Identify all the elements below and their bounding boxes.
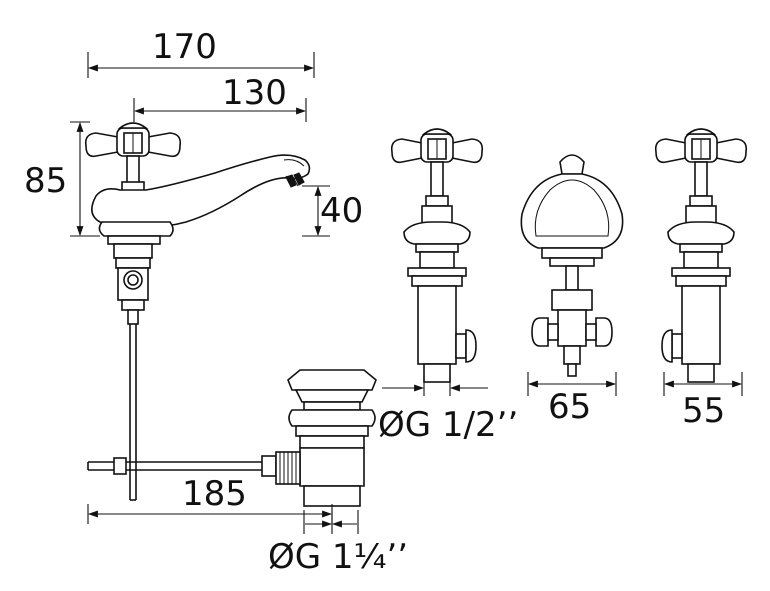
pop-up-rod [87, 455, 280, 477]
dimension-inlet-thread: ØG 1/2’’ [378, 376, 518, 445]
mixer-spout [91, 154, 311, 228]
dimension-waste-thread: ØG 1¼’’ [268, 510, 408, 577]
dimension-label-waste-thread: ØG 1¼’’ [268, 537, 408, 577]
dimension-185: 185 [87, 474, 333, 524]
dimension-label-130: 130 [222, 73, 287, 113]
dimension-label-55: 55 [682, 391, 725, 431]
dimension-label-185: 185 [182, 474, 247, 514]
hot-handle-valve [390, 128, 484, 383]
dimension-65: 65 [527, 372, 617, 427]
dimension-170: 170 [87, 27, 315, 78]
cold-handle-valve [654, 128, 748, 383]
dimension-label-inlet-thread: ØG 1/2’’ [378, 405, 518, 445]
pop-up-waste [275, 369, 377, 507]
mixer-cross-handle [84, 122, 182, 158]
dimension-55: 55 [663, 372, 743, 431]
dimension-label-40: 40 [320, 191, 363, 231]
dimension-label-170: 170 [152, 27, 217, 67]
dimension-40: 40 [302, 185, 363, 237]
dimension-label-65: 65 [548, 387, 591, 427]
dimension-85: 85 [24, 121, 100, 237]
basin-mixer-tap [84, 122, 311, 501]
dimension-130: 130 [133, 73, 307, 122]
centre-spout [520, 154, 624, 377]
dimension-label-85: 85 [24, 161, 67, 201]
